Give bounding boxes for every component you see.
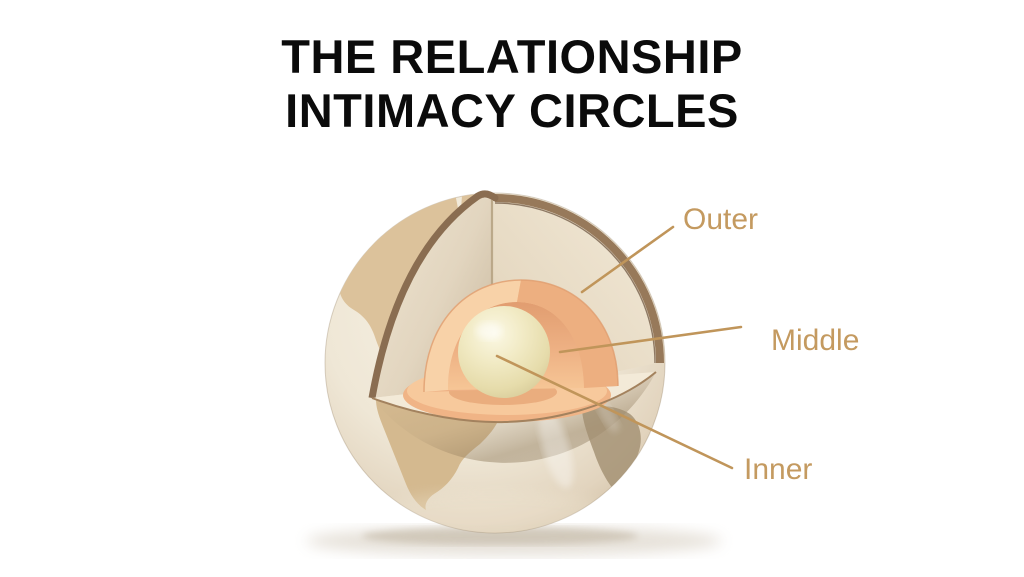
title-line-2: INTIMACY CIRCLES (285, 84, 739, 137)
gloss-highlight-small (597, 400, 619, 432)
inner-core-sphere (458, 306, 550, 398)
rim-top-cap (474, 190, 499, 202)
outer-layer-rim-left (368, 193, 481, 399)
middle-layer-edge (423, 279, 619, 393)
label-outer: Outer (683, 203, 758, 236)
middle-layer-left-face (424, 280, 521, 392)
leader-line-middle (558, 325, 743, 354)
page-title: THE RELATIONSHIP INTIMACY CIRCLES (0, 30, 1024, 138)
continent-madagascar (644, 465, 652, 479)
outer-layer-rim-line (494, 202, 656, 364)
middle-layer-right-surface (517, 280, 618, 388)
floor-front-edge (371, 371, 657, 424)
label-middle: Middle (771, 324, 859, 357)
leader-lines (495, 225, 743, 470)
outer-layer-rim-right (494, 194, 664, 364)
cutaway-section (368, 190, 664, 424)
ground-shadow (306, 526, 722, 556)
leader-line-inner (495, 354, 734, 470)
title-line-1: THE RELATIONSHIP (281, 30, 743, 83)
leader-line-outer (580, 225, 675, 294)
core-highlight (476, 322, 502, 340)
label-inner: Inner (744, 453, 812, 486)
gloss-highlight (538, 407, 574, 489)
sphere-lower-shading (372, 372, 656, 463)
